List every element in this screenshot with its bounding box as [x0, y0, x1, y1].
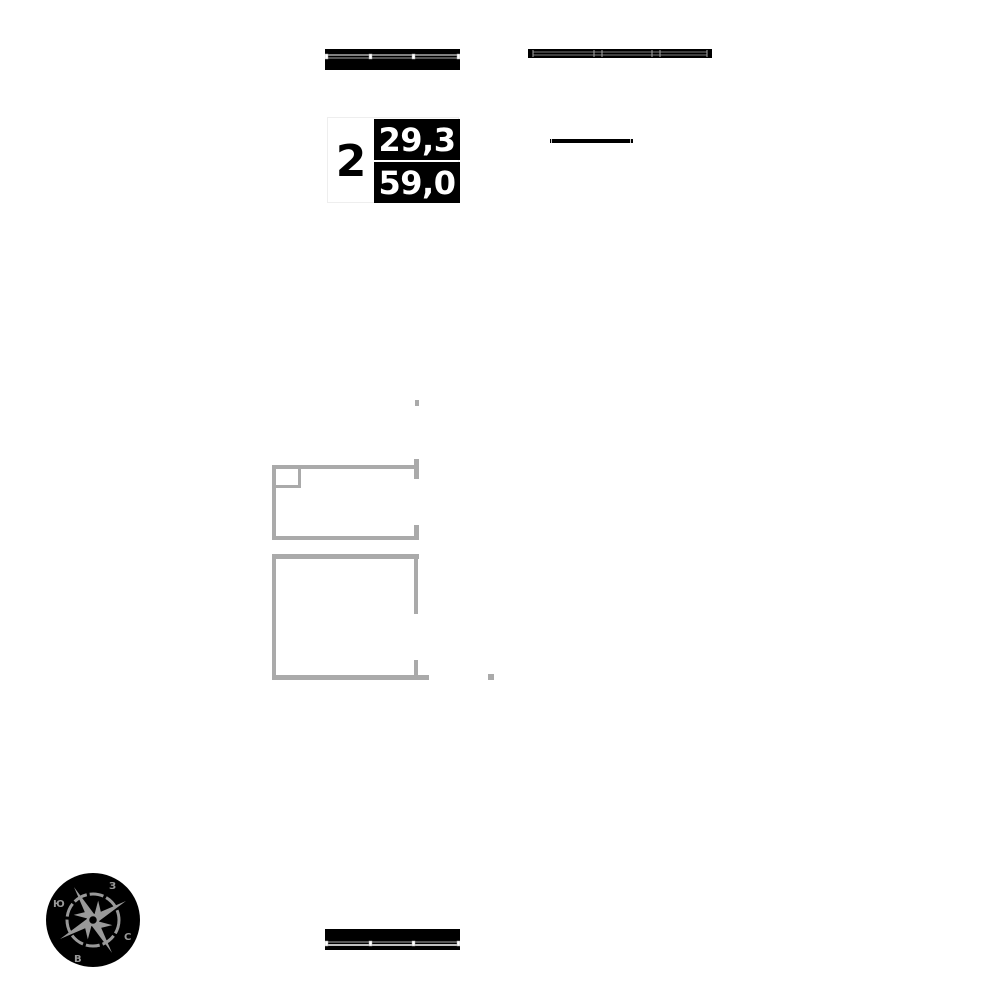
- wall-marker: [415, 400, 419, 406]
- door-jamb-upper-2: [414, 525, 419, 540]
- compass-icon: З Ю С В: [46, 873, 140, 967]
- door-jamb-upper-1: [414, 459, 419, 479]
- wall-left-upper: [272, 465, 276, 540]
- niche-bottom: [272, 485, 301, 488]
- living-area: 29,3: [374, 119, 460, 160]
- compass-east: В: [74, 954, 82, 965]
- wall-marker-2: [488, 674, 494, 680]
- wall-top-lower: [272, 554, 419, 559]
- wall-top-upper: [272, 465, 418, 469]
- total-area: 59,0: [374, 162, 460, 203]
- window-top-right: [528, 49, 712, 58]
- window-bottom: [325, 929, 460, 950]
- plan-walls: [272, 400, 494, 680]
- window-top-left: [325, 49, 460, 70]
- door-jamb-lower: [414, 660, 418, 678]
- wall-left-lower: [272, 554, 276, 679]
- compass-south: Ю: [53, 899, 65, 910]
- floor-plan-outline: [272, 400, 494, 680]
- wall-segment: [550, 139, 633, 143]
- niche-right: [298, 465, 301, 488]
- wall-bottom-upper: [272, 536, 419, 540]
- wall-bottom-lower: [272, 675, 429, 680]
- wall-right-lower: [414, 554, 418, 614]
- compass-west: З: [109, 881, 116, 892]
- apartment-label: 2 29,3 59,0: [327, 117, 460, 203]
- compass-north: С: [124, 932, 131, 943]
- rooms-count: 2: [335, 135, 367, 187]
